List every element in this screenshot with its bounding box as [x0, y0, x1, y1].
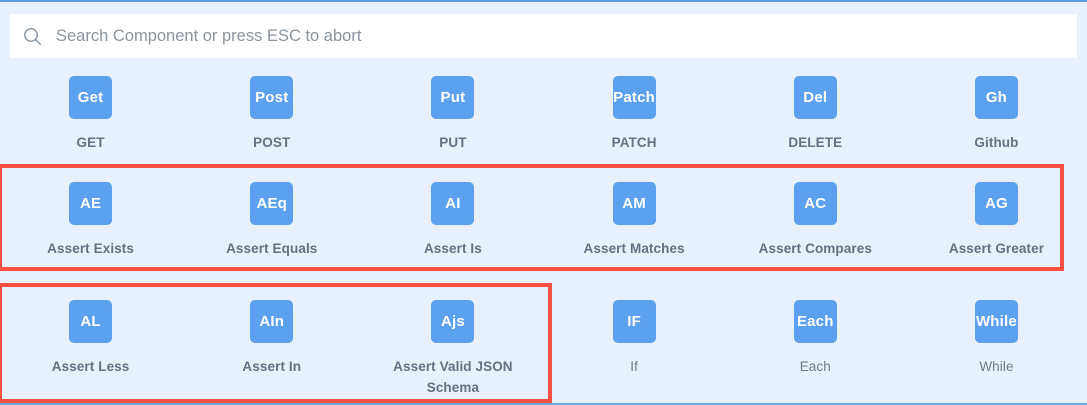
search-input[interactable]: [54, 15, 1077, 57]
tile-abbr-post: Post: [250, 76, 294, 119]
tile-abbr-put: Put: [431, 76, 475, 119]
tile-abbr-assert-greater: AG: [974, 182, 1018, 225]
palette-item-label: Assert Equals: [226, 241, 318, 256]
tile-abbr-assert-compares: AC: [793, 182, 837, 225]
palette-item-label: Assert Less: [51, 359, 130, 374]
tile-abbr-assert-matches: AM: [612, 182, 656, 225]
tile-abbr-while: While: [974, 300, 1018, 343]
palette-item-post[interactable]: Post POST: [181, 60, 362, 159]
palette-item-assert-matches[interactable]: AM Assert Matches: [544, 159, 725, 277]
palette-item-label: If: [630, 359, 638, 374]
palette-item-get[interactable]: Get GET: [0, 60, 181, 159]
palette-item-label: Assert Exists: [47, 241, 135, 256]
search-bar[interactable]: [10, 14, 1077, 58]
palette-item-label: GET: [76, 135, 105, 150]
tile-abbr-assert-is: AI: [431, 182, 475, 225]
tile-abbr-assert-exists: AE: [69, 182, 113, 225]
palette-item-patch[interactable]: Patch PATCH: [544, 60, 725, 159]
tile-abbr-assert-less: AL: [69, 300, 113, 343]
tile-abbr-patch: Patch: [612, 76, 656, 119]
palette-row-http-methods: Get GET Post POST Put PUT Patch PATCH De…: [0, 60, 1087, 159]
tile-abbr-delete: Del: [793, 76, 837, 119]
palette-item-label: Assert Compares: [758, 241, 872, 256]
palette-item-put[interactable]: Put PUT: [362, 60, 543, 159]
palette-item-label: Assert Greater: [948, 241, 1045, 256]
tile-abbr-assert-equals: AEq: [250, 182, 294, 225]
palette-item-label: Assert Matches: [583, 241, 685, 256]
palette-item-label: PUT: [439, 135, 467, 150]
palette-row-assertions-b: AL Assert Less AIn Assert In Ajs Assert …: [0, 277, 1087, 403]
palette-item-label: Assert Valid JSON Schema: [393, 359, 513, 395]
tile-abbr-get: Get: [69, 76, 113, 119]
palette-item-label: PATCH: [611, 135, 657, 150]
palette-item-github[interactable]: Gh Github: [906, 60, 1087, 159]
palette-item-if[interactable]: IF If: [544, 277, 725, 403]
palette-item-label: While: [979, 359, 1014, 374]
palette-item-assert-exists[interactable]: AE Assert Exists: [0, 159, 181, 277]
palette-item-each[interactable]: Each Each: [725, 277, 906, 403]
component-grid: Get GET Post POST Put PUT Patch PATCH De…: [0, 60, 1087, 403]
tile-abbr-assert-valid-json-schema: Ajs: [431, 300, 475, 343]
palette-item-assert-valid-json-schema[interactable]: Ajs Assert Valid JSON Schema: [362, 277, 543, 403]
palette-item-label: Assert In: [242, 359, 302, 374]
palette-item-assert-is[interactable]: AI Assert Is: [362, 159, 543, 277]
palette-item-label: Each: [799, 359, 831, 374]
palette-item-label: Github: [974, 135, 1019, 150]
palette-item-label: DELETE: [788, 135, 843, 150]
palette-item-label: POST: [253, 135, 291, 150]
palette-row-assertions-a: AE Assert Exists AEq Assert Equals AI As…: [0, 159, 1087, 277]
tile-abbr-github: Gh: [974, 76, 1018, 119]
tile-abbr-if: IF: [612, 300, 656, 343]
palette-item-while[interactable]: While While: [906, 277, 1087, 403]
palette-item-assert-less[interactable]: AL Assert Less: [0, 277, 181, 403]
palette-item-label: Assert Is: [423, 241, 482, 256]
palette-item-assert-in[interactable]: AIn Assert In: [181, 277, 362, 403]
palette-item-delete[interactable]: Del DELETE: [725, 60, 906, 159]
tile-abbr-assert-in: AIn: [250, 300, 294, 343]
palette-item-assert-greater[interactable]: AG Assert Greater: [906, 159, 1087, 277]
tile-abbr-each: Each: [793, 300, 837, 343]
search-icon: [10, 14, 54, 58]
palette-item-assert-compares[interactable]: AC Assert Compares: [725, 159, 906, 277]
palette-item-assert-equals[interactable]: AEq Assert Equals: [181, 159, 362, 277]
